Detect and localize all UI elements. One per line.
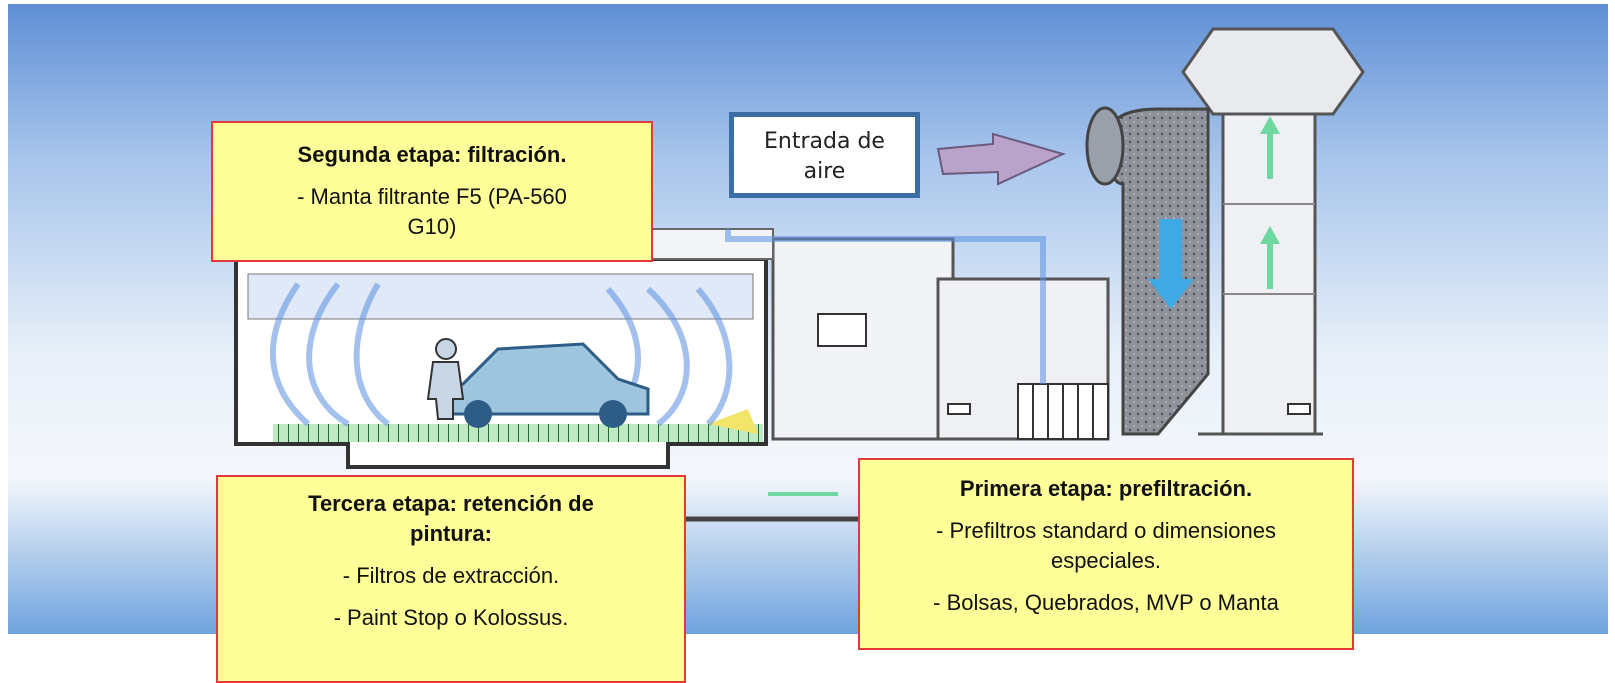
air-inlet-arrow-icon	[936, 132, 1066, 186]
stage2-item-line2: G10)	[407, 214, 457, 239]
control-panel-icon	[817, 313, 867, 347]
stage1-item-line3: - Bolsas, Quebrados, MVP o Manta	[933, 590, 1279, 615]
up-arrow-icon	[768, 116, 1280, 496]
stage1-item-line1: - Prefiltros standard o dimensiones	[936, 518, 1276, 543]
down-arrow-icon	[1148, 219, 1194, 309]
filter-housing	[771, 237, 1311, 441]
painter-figure-icon	[426, 338, 465, 420]
exhaust-duct	[1085, 106, 1210, 436]
exhaust-stack	[1181, 27, 1365, 436]
stage1-title: Primera etapa: prefiltración.	[959, 476, 1253, 501]
stage3-item: - Filtros de extracción.	[342, 563, 560, 588]
stage1-callout: Primera etapa: prefiltración. - Prefiltr…	[858, 458, 1354, 650]
stage2-title: Segunda etapa: filtración.	[297, 142, 567, 167]
stage2-item-line1: - Manta filtrante F5 (PA-560	[297, 184, 567, 209]
stage3-title: Tercera etapa: retención de pintura:	[218, 489, 684, 549]
air-inlet-line1: Entrada de	[764, 129, 885, 154]
stage3-item: - Paint Stop o Kolossus.	[333, 605, 569, 630]
stage3-title-line1: Tercera etapa: retención de	[308, 491, 594, 516]
stage1-item-line2: especiales.	[1050, 548, 1162, 573]
air-inlet-line2: aire	[803, 159, 846, 184]
airflow-lines-icon	[270, 229, 1046, 427]
stage2-callout: Segunda etapa: filtración. - Manta filtr…	[211, 121, 653, 262]
car-icon	[436, 342, 650, 428]
air-inlet-label: Entrada de aire	[729, 112, 920, 198]
stage3-callout: Tercera etapa: retención de pintura: - F…	[216, 475, 686, 683]
stage3-title-line2: pintura:	[410, 521, 492, 546]
